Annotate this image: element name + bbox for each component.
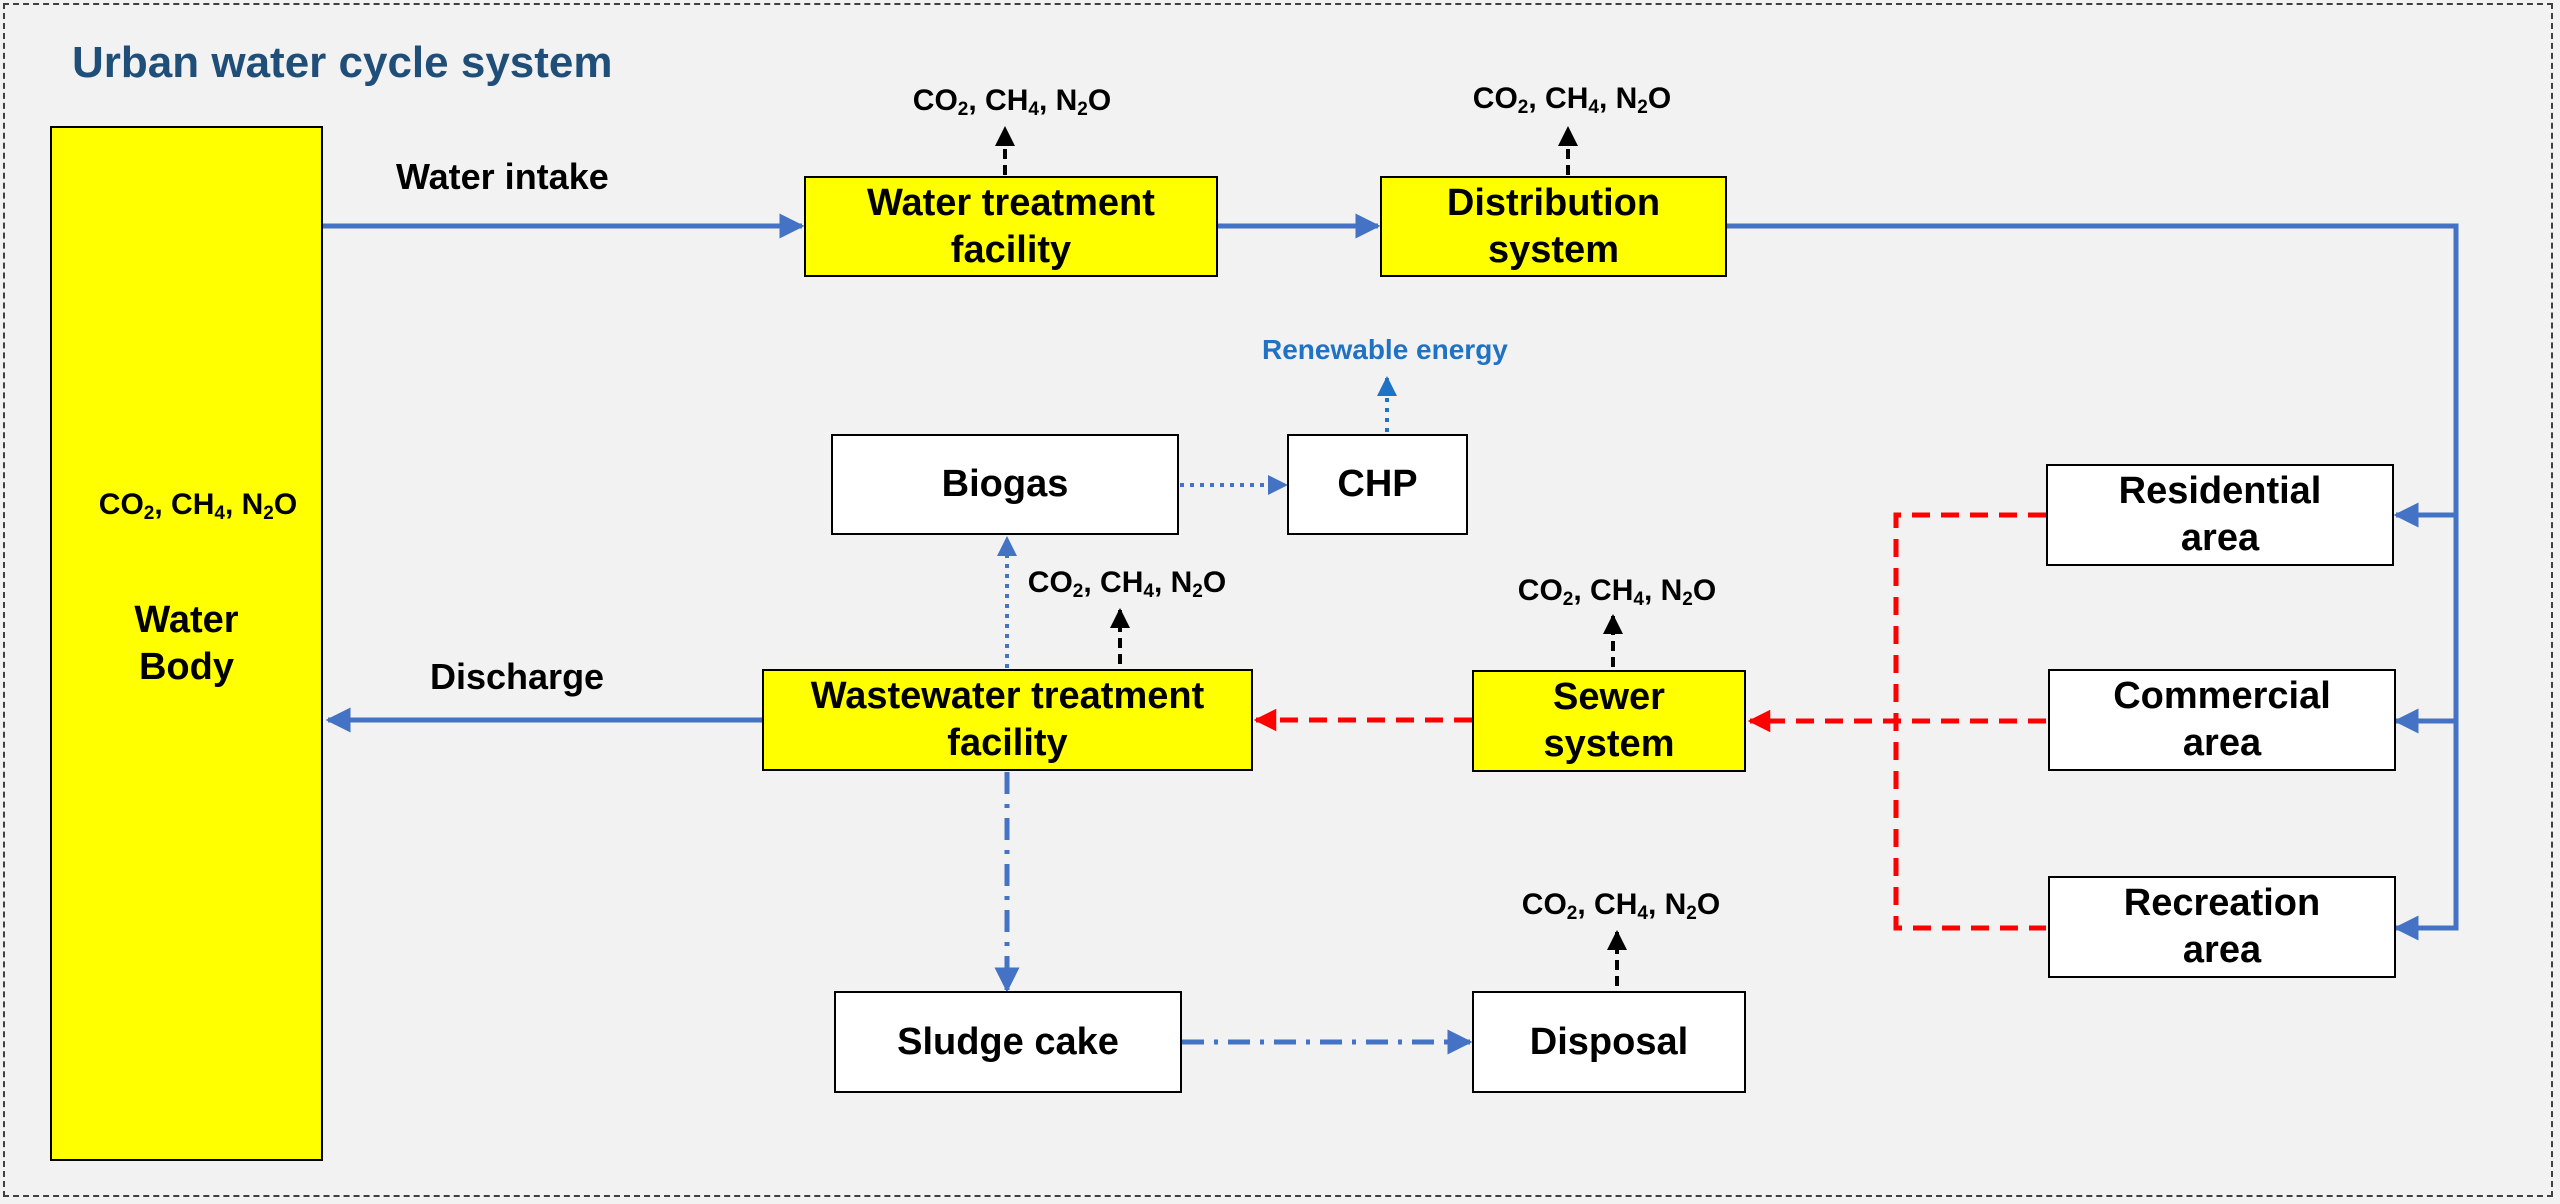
gas-ch4: CH bbox=[171, 488, 215, 521]
node-disposal: Disposal bbox=[1472, 991, 1746, 1093]
gas-n2o-sub: 2 bbox=[1686, 903, 1697, 924]
gas-n2o-o: O bbox=[1692, 574, 1717, 607]
gas-sep: , bbox=[224, 488, 242, 521]
node-distribution-system: Distribution system bbox=[1380, 176, 1727, 277]
label-discharge: Discharge bbox=[430, 656, 605, 697]
gas-n2o-n: N bbox=[241, 488, 264, 521]
node-chp: CHP bbox=[1287, 434, 1468, 535]
gas-n2o-n: N bbox=[1664, 888, 1687, 921]
gas-sep: , bbox=[1038, 84, 1056, 117]
emission-label-water-body: CO2, CH4, N2O bbox=[99, 488, 297, 525]
gas-sep: , bbox=[1643, 574, 1661, 607]
gas-n2o-sub: 2 bbox=[263, 503, 274, 524]
node-disposal-label: Disposal bbox=[1529, 1020, 1689, 1063]
emission-label-water-treatment: CO2, CH4, N2O bbox=[913, 84, 1111, 121]
gas-ch4-sub: 4 bbox=[1637, 903, 1648, 924]
node-water-treatment-facility-label: Water treatment facility bbox=[867, 181, 1155, 271]
gas-ch4-sub: 4 bbox=[1143, 581, 1154, 602]
edge-distribution-to-consumers bbox=[1726, 223, 2459, 928]
node-water-body-label: Water Body bbox=[134, 598, 239, 688]
gas-sep: , bbox=[1647, 888, 1665, 921]
gas-n2o-o: O bbox=[1087, 84, 1112, 117]
gas-n2o-sub: 2 bbox=[1637, 97, 1648, 118]
gas-n2o-o: O bbox=[1647, 82, 1672, 115]
diagram-frame bbox=[3, 3, 2553, 1197]
gas-sep: , bbox=[1153, 566, 1171, 599]
gas-n2o-n: N bbox=[1660, 574, 1683, 607]
gas-sep: , bbox=[1577, 888, 1595, 921]
gas-co2-sub: 2 bbox=[1562, 589, 1574, 610]
gas-sep: , bbox=[968, 84, 986, 117]
gas-ch4-sub: 4 bbox=[214, 503, 225, 524]
gas-ch4-sub: 4 bbox=[1028, 99, 1039, 120]
label-renewable-energy: Renewable energy bbox=[1262, 334, 1508, 365]
gas-sep: , bbox=[1573, 574, 1591, 607]
node-distribution-system-label: Distribution system bbox=[1446, 181, 1661, 271]
gas-n2o-n: N bbox=[1615, 82, 1638, 115]
emission-label-disposal: CO2, CH4, N2O bbox=[1522, 888, 1720, 925]
node-chp-label: CHP bbox=[1337, 463, 1418, 505]
node-water-treatment-facility: Water treatment facility bbox=[804, 176, 1218, 277]
gas-ch4-sub: 4 bbox=[1588, 97, 1599, 118]
node-commercial-area-label: Commercial area bbox=[2113, 675, 2331, 764]
gas-co2: CO bbox=[98, 488, 144, 521]
diagram-title: Urban water cycle system bbox=[72, 38, 613, 87]
gas-n2o-sub: 2 bbox=[1682, 589, 1693, 610]
gas-n2o-sub: 2 bbox=[1192, 581, 1203, 602]
emission-label-sewer: CO2, CH4, N2O bbox=[1518, 574, 1716, 611]
node-residential-area-label: Residential area bbox=[2118, 470, 2322, 559]
gas-ch4: CH bbox=[1100, 566, 1144, 599]
emission-label-distribution: CO2, CH4, N2O bbox=[1473, 82, 1671, 119]
node-biogas: Biogas bbox=[831, 434, 1179, 535]
node-sludge-cake: Sludge cake bbox=[834, 991, 1182, 1093]
emission-label-wwtp: CO2, CH4, N2O bbox=[1028, 566, 1226, 603]
gas-n2o-o: O bbox=[1202, 566, 1227, 599]
gas-sep: , bbox=[154, 488, 172, 521]
gas-n2o-sub: 2 bbox=[1077, 99, 1088, 120]
gas-ch4: CH bbox=[1590, 574, 1634, 607]
node-wastewater-treatment-facility-label: Wastewater treatment facility bbox=[810, 675, 1205, 764]
gas-sep: , bbox=[1528, 82, 1546, 115]
label-water-intake: Water intake bbox=[396, 156, 609, 197]
node-recreation-area: Recreation area bbox=[2048, 876, 2396, 978]
gas-ch4: CH bbox=[1594, 888, 1638, 921]
gas-n2o-o: O bbox=[273, 488, 298, 521]
node-commercial-area: Commercial area bbox=[2048, 669, 2396, 771]
gas-co2: CO bbox=[1027, 566, 1073, 599]
gas-co2-sub: 2 bbox=[1517, 97, 1529, 118]
gas-ch4-sub: 4 bbox=[1633, 589, 1644, 610]
node-sludge-cake-label: Sludge cake bbox=[897, 1020, 1119, 1063]
gas-ch4: CH bbox=[1545, 82, 1589, 115]
gas-n2o-o: O bbox=[1696, 888, 1721, 921]
node-recreation-area-label: Recreation area bbox=[2123, 882, 2321, 971]
gas-co2-sub: 2 bbox=[957, 99, 969, 120]
node-biogas-label: Biogas bbox=[941, 463, 1069, 505]
gas-co2: CO bbox=[1521, 888, 1567, 921]
gas-sep: , bbox=[1598, 82, 1616, 115]
gas-co2: CO bbox=[1472, 82, 1518, 115]
gas-co2: CO bbox=[912, 84, 958, 117]
node-residential-area: Residential area bbox=[2046, 464, 2394, 566]
node-water-body: Water Body bbox=[50, 126, 323, 1161]
node-sewer-system-label: Sewer system bbox=[1543, 676, 1675, 765]
gas-sep: , bbox=[1083, 566, 1101, 599]
gas-n2o-n: N bbox=[1055, 84, 1078, 117]
gas-co2-sub: 2 bbox=[1072, 581, 1084, 602]
gas-n2o-n: N bbox=[1170, 566, 1193, 599]
node-sewer-system: Sewer system bbox=[1472, 670, 1746, 772]
gas-co2: CO bbox=[1517, 574, 1563, 607]
gas-ch4: CH bbox=[985, 84, 1029, 117]
gas-co2-sub: 2 bbox=[1566, 903, 1578, 924]
gas-co2-sub: 2 bbox=[143, 503, 155, 524]
edge-to-recreation bbox=[2393, 915, 2459, 941]
node-wastewater-treatment-facility: Wastewater treatment facility bbox=[762, 669, 1253, 771]
